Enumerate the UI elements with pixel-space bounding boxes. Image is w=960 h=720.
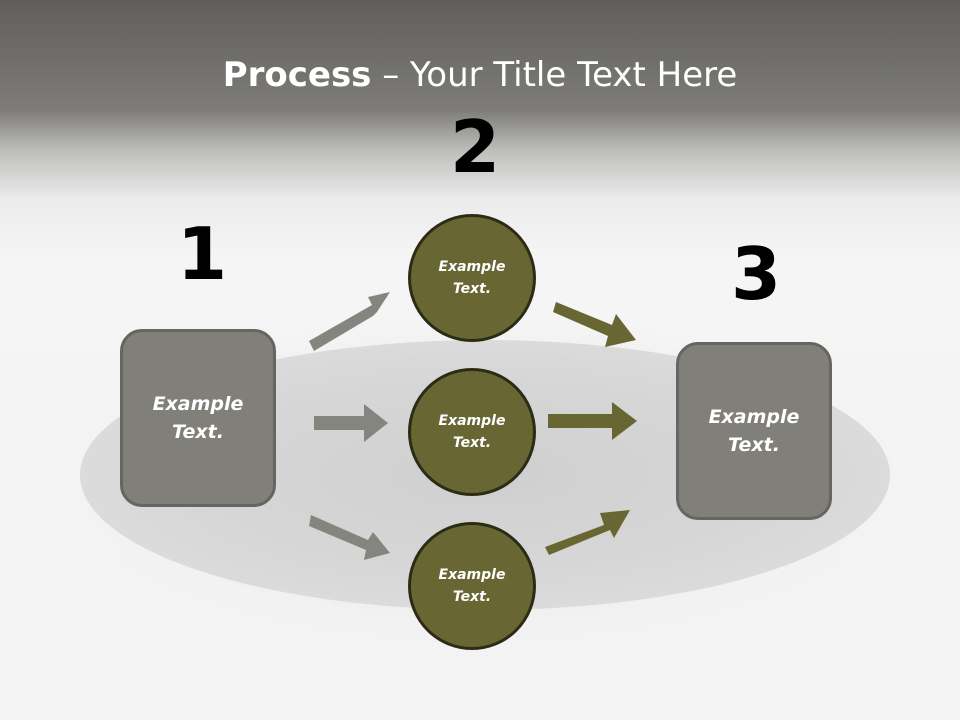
circle-top-line2: Text. (452, 281, 492, 297)
arrow-down-right-gray (309, 515, 390, 560)
arrow-right-olive (548, 402, 637, 440)
arrow-right-gray (314, 404, 388, 442)
arrow-up-right-olive (545, 510, 630, 555)
circle-bottom-line2: Text. (452, 589, 492, 605)
right-box-line2: Text. (728, 434, 780, 456)
arrow-up-right-gray (309, 292, 390, 351)
right-box-line1: Example (708, 405, 800, 428)
title-rest: – Your Title Text Here (371, 55, 738, 95)
circle-middle-line2: Text. (452, 435, 492, 451)
circle-bottom-line1: Example (438, 566, 506, 583)
left-box-line2: Text. (172, 421, 224, 443)
step-number-2: 2 (450, 105, 501, 189)
title-bold: Process (222, 55, 372, 95)
circle-top-line1: Example (438, 258, 506, 275)
step-number-3: 3 (731, 232, 782, 316)
step-number-1: 1 (177, 212, 228, 296)
left-box-line1: Example (152, 392, 244, 415)
arrow-down-right-olive (553, 302, 636, 347)
circle-middle-line1: Example (438, 412, 506, 429)
slide-title: Process – Your Title Text Here (0, 55, 960, 95)
